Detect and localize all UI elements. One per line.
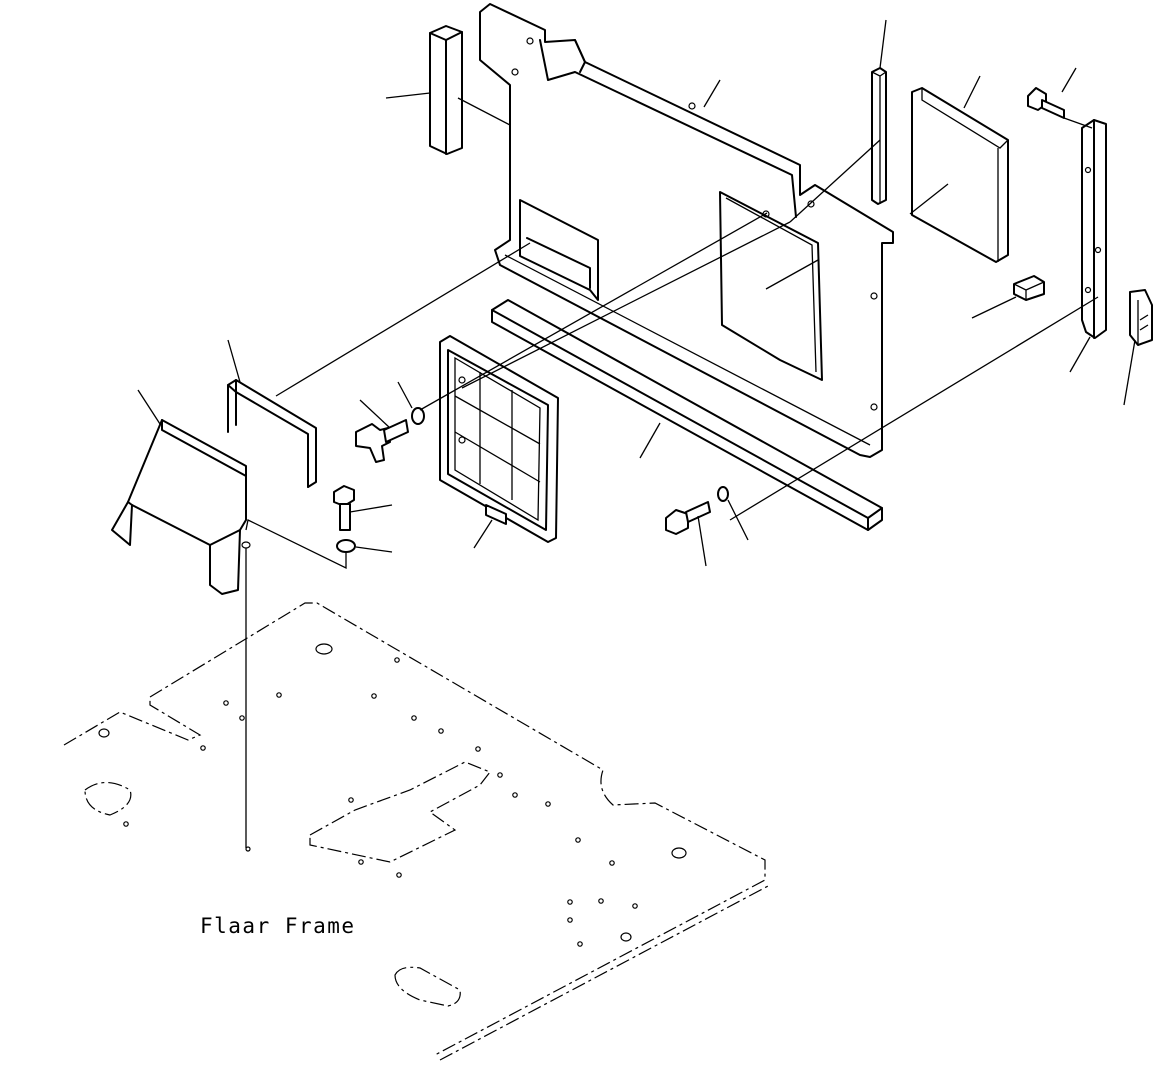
side-cover bbox=[111, 419, 251, 595]
seal-strip bbox=[871, 67, 887, 205]
floor-frame bbox=[63, 602, 771, 1061]
small-foam-block bbox=[1013, 275, 1045, 301]
floor-hole bbox=[671, 847, 687, 859]
floor-hole bbox=[98, 728, 110, 738]
u-handle bbox=[227, 379, 317, 488]
washer-lower bbox=[336, 539, 356, 553]
washer bbox=[411, 407, 425, 425]
rear-panel bbox=[479, 3, 894, 458]
leader-lines bbox=[137, 19, 1136, 848]
bolt-upper-right bbox=[1027, 87, 1065, 119]
floor-frame-label: Flaar Frame bbox=[200, 914, 356, 938]
bracket-bar bbox=[1081, 119, 1107, 339]
filter-sheet bbox=[911, 87, 1009, 263]
flange-bolt-center bbox=[665, 501, 711, 535]
floor-hole bbox=[315, 643, 333, 655]
hex-bolt-left bbox=[333, 485, 355, 531]
floor-hole bbox=[620, 932, 632, 942]
grille-cover bbox=[439, 335, 559, 543]
washer-center bbox=[717, 486, 729, 502]
clip bbox=[1129, 289, 1153, 346]
long-foam-strip bbox=[491, 299, 883, 531]
wing-bolt bbox=[355, 419, 409, 463]
foam-block-left bbox=[429, 25, 463, 155]
